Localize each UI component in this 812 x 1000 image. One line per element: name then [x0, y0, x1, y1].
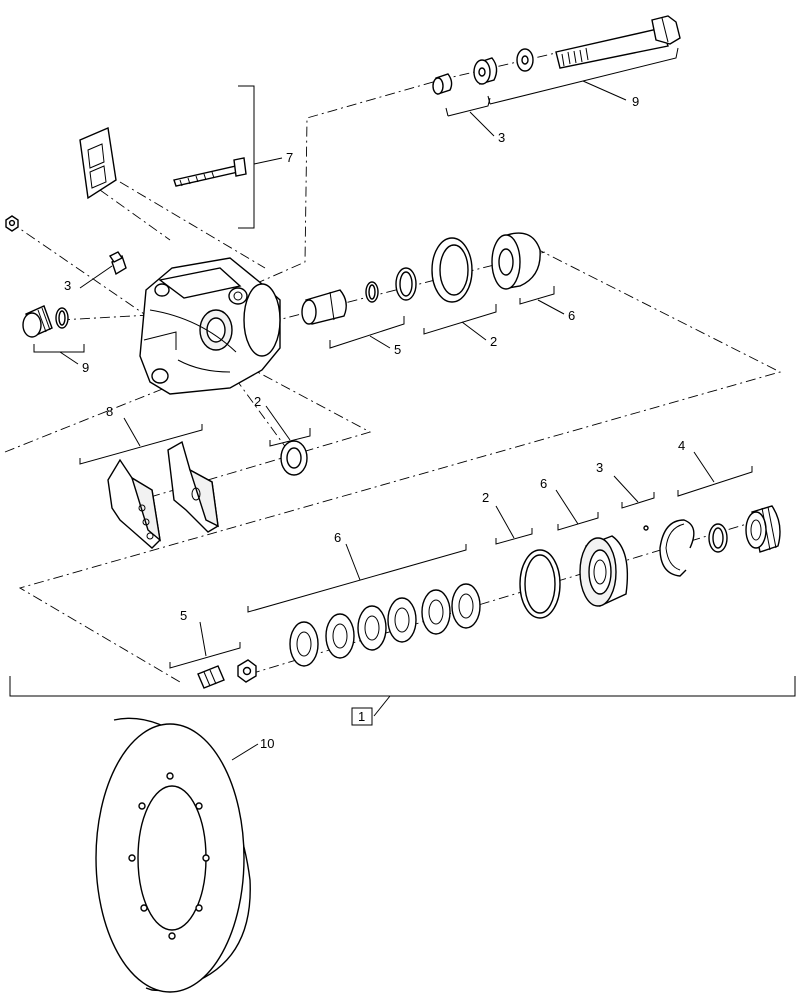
- callout-ref-6-lower: 6: [540, 476, 547, 491]
- callout-ref-6-discs: 6: [334, 530, 341, 545]
- dust-seal: [280, 440, 308, 476]
- callout-ref-3-left: 3: [64, 278, 71, 293]
- callout-ref-8: 8: [106, 404, 113, 419]
- assembly-lines: [4, 51, 782, 683]
- retaining-ring: [659, 519, 695, 577]
- piston: [301, 289, 347, 325]
- piston-cap: [491, 232, 541, 290]
- callout-ref-3-lower: 3: [596, 460, 603, 475]
- threaded-plug: [22, 305, 53, 338]
- callout-ref-7: 7: [286, 150, 293, 165]
- callout-ref-9-left: 9: [82, 360, 89, 375]
- pin-bolt: [555, 15, 681, 69]
- callout-ref-4: 4: [678, 438, 685, 453]
- bleed-screw: [108, 251, 127, 276]
- callout-ref-2-seal: 2: [254, 394, 261, 409]
- brake-pad-right: [167, 440, 219, 533]
- callout-ref-2-mid: 2: [490, 334, 497, 349]
- ref-1-box: [351, 707, 373, 726]
- spring-washers: [289, 583, 481, 667]
- top-bushing: [473, 57, 498, 85]
- piston-o-ring: [395, 267, 417, 301]
- callout-ref-10: 10: [260, 736, 274, 751]
- callout-ref-5-mid: 5: [394, 342, 401, 357]
- plug-o-ring: [55, 307, 69, 329]
- brake-pad-left: [107, 458, 161, 549]
- leader-lines: [33, 47, 753, 761]
- callout-labels: 9 3 7 3 9 5 2 6 8 2 4 3 6 2 6 5 1 10: [64, 94, 685, 751]
- lock-nut: [237, 659, 257, 683]
- set-screw: [197, 665, 225, 689]
- spring-housing: [579, 535, 629, 607]
- small-o-ring: [708, 523, 728, 553]
- piston-seal: [431, 237, 473, 303]
- callout-ref-2-lower: 2: [482, 490, 489, 505]
- large-snap-ring: [519, 549, 561, 619]
- shim-plate: [79, 127, 117, 200]
- assembly-bracket: [9, 676, 796, 726]
- top-washer: [516, 48, 534, 72]
- top-small-bushing: [432, 73, 453, 95]
- small-ball: [643, 525, 649, 531]
- callout-ref-5-lower: 5: [180, 608, 187, 623]
- callout-ref-1: 1: [358, 709, 365, 724]
- adjuster-nut: [745, 505, 781, 553]
- long-screw: [173, 157, 247, 187]
- brake-disc: [95, 717, 251, 993]
- callout-ref-6-top: 6: [568, 308, 575, 323]
- callout-ref-3-top: 3: [498, 130, 505, 145]
- caliper-housing: [139, 257, 281, 395]
- hex-nut-small: [5, 215, 19, 232]
- piston-snap-ring: [365, 281, 379, 303]
- callout-ref-9-top: 9: [632, 94, 639, 109]
